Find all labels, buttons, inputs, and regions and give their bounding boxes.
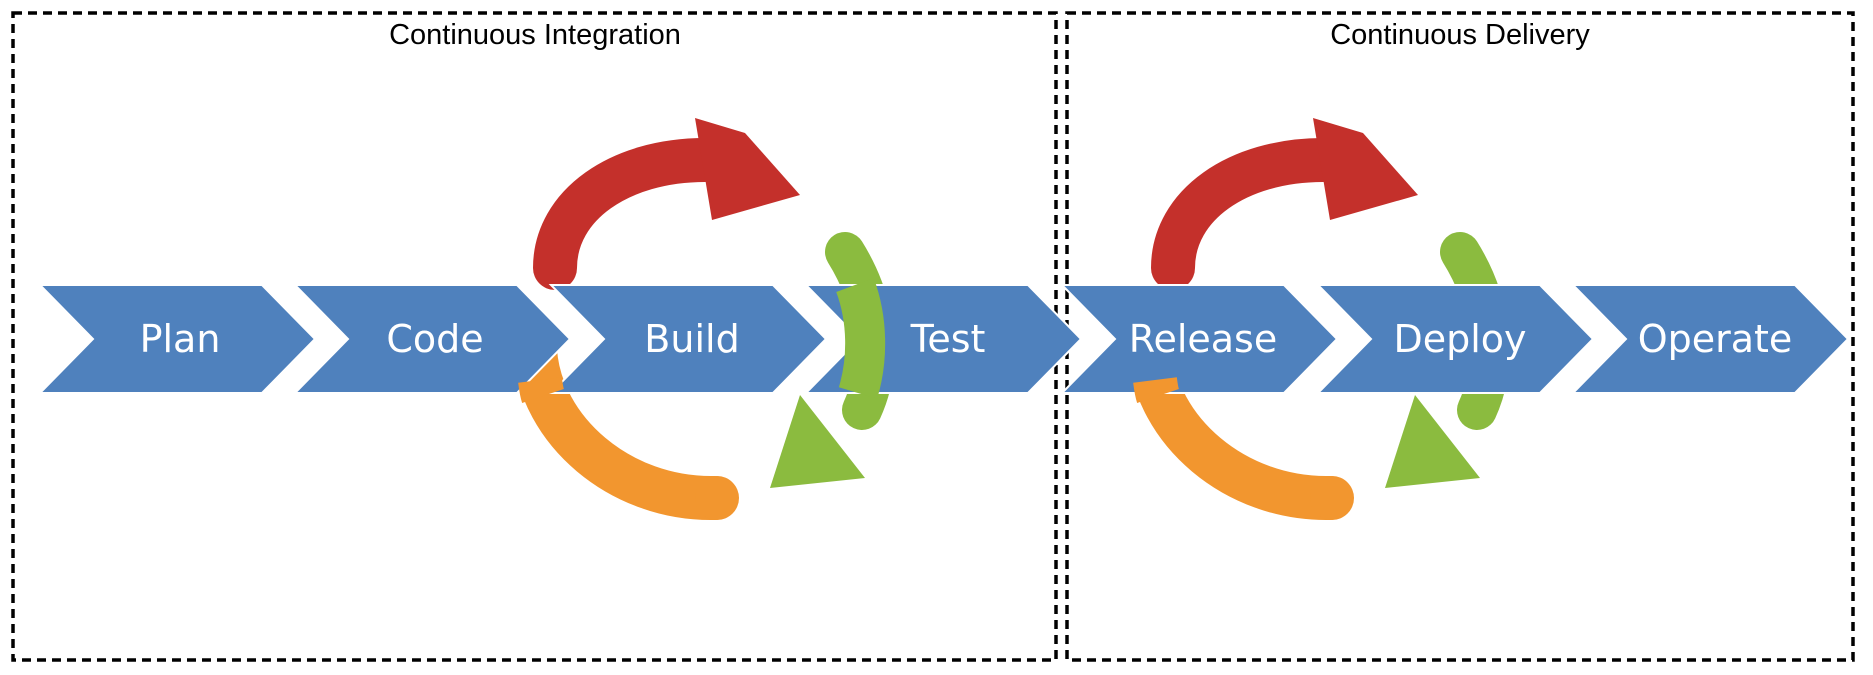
stage-chevron-build: Build xyxy=(548,284,828,394)
cd-cycle-foreground xyxy=(1133,377,1180,403)
ci-cycle-foreground xyxy=(518,278,886,403)
stage-chevron-operate: Operate xyxy=(1570,284,1850,394)
ci-section-title: Continuous Integration xyxy=(389,19,681,51)
stage-chevron-release: Release xyxy=(1059,284,1339,394)
stage-chevron-plan: Plan xyxy=(37,284,317,394)
stage-label-code: Code xyxy=(386,317,483,361)
stage-label-release: Release xyxy=(1129,317,1277,361)
stage-label-test: Test xyxy=(910,317,986,361)
stage-label-build: Build xyxy=(644,317,739,361)
cd-section-title: Continuous Delivery xyxy=(1330,19,1590,51)
stage-label-operate: Operate xyxy=(1638,317,1793,361)
stage-chevron-deploy: Deploy xyxy=(1315,284,1595,394)
stage-label-deploy: Deploy xyxy=(1393,317,1526,361)
stage-label-plan: Plan xyxy=(140,317,221,361)
stage-chevron-code: Code xyxy=(292,284,572,394)
